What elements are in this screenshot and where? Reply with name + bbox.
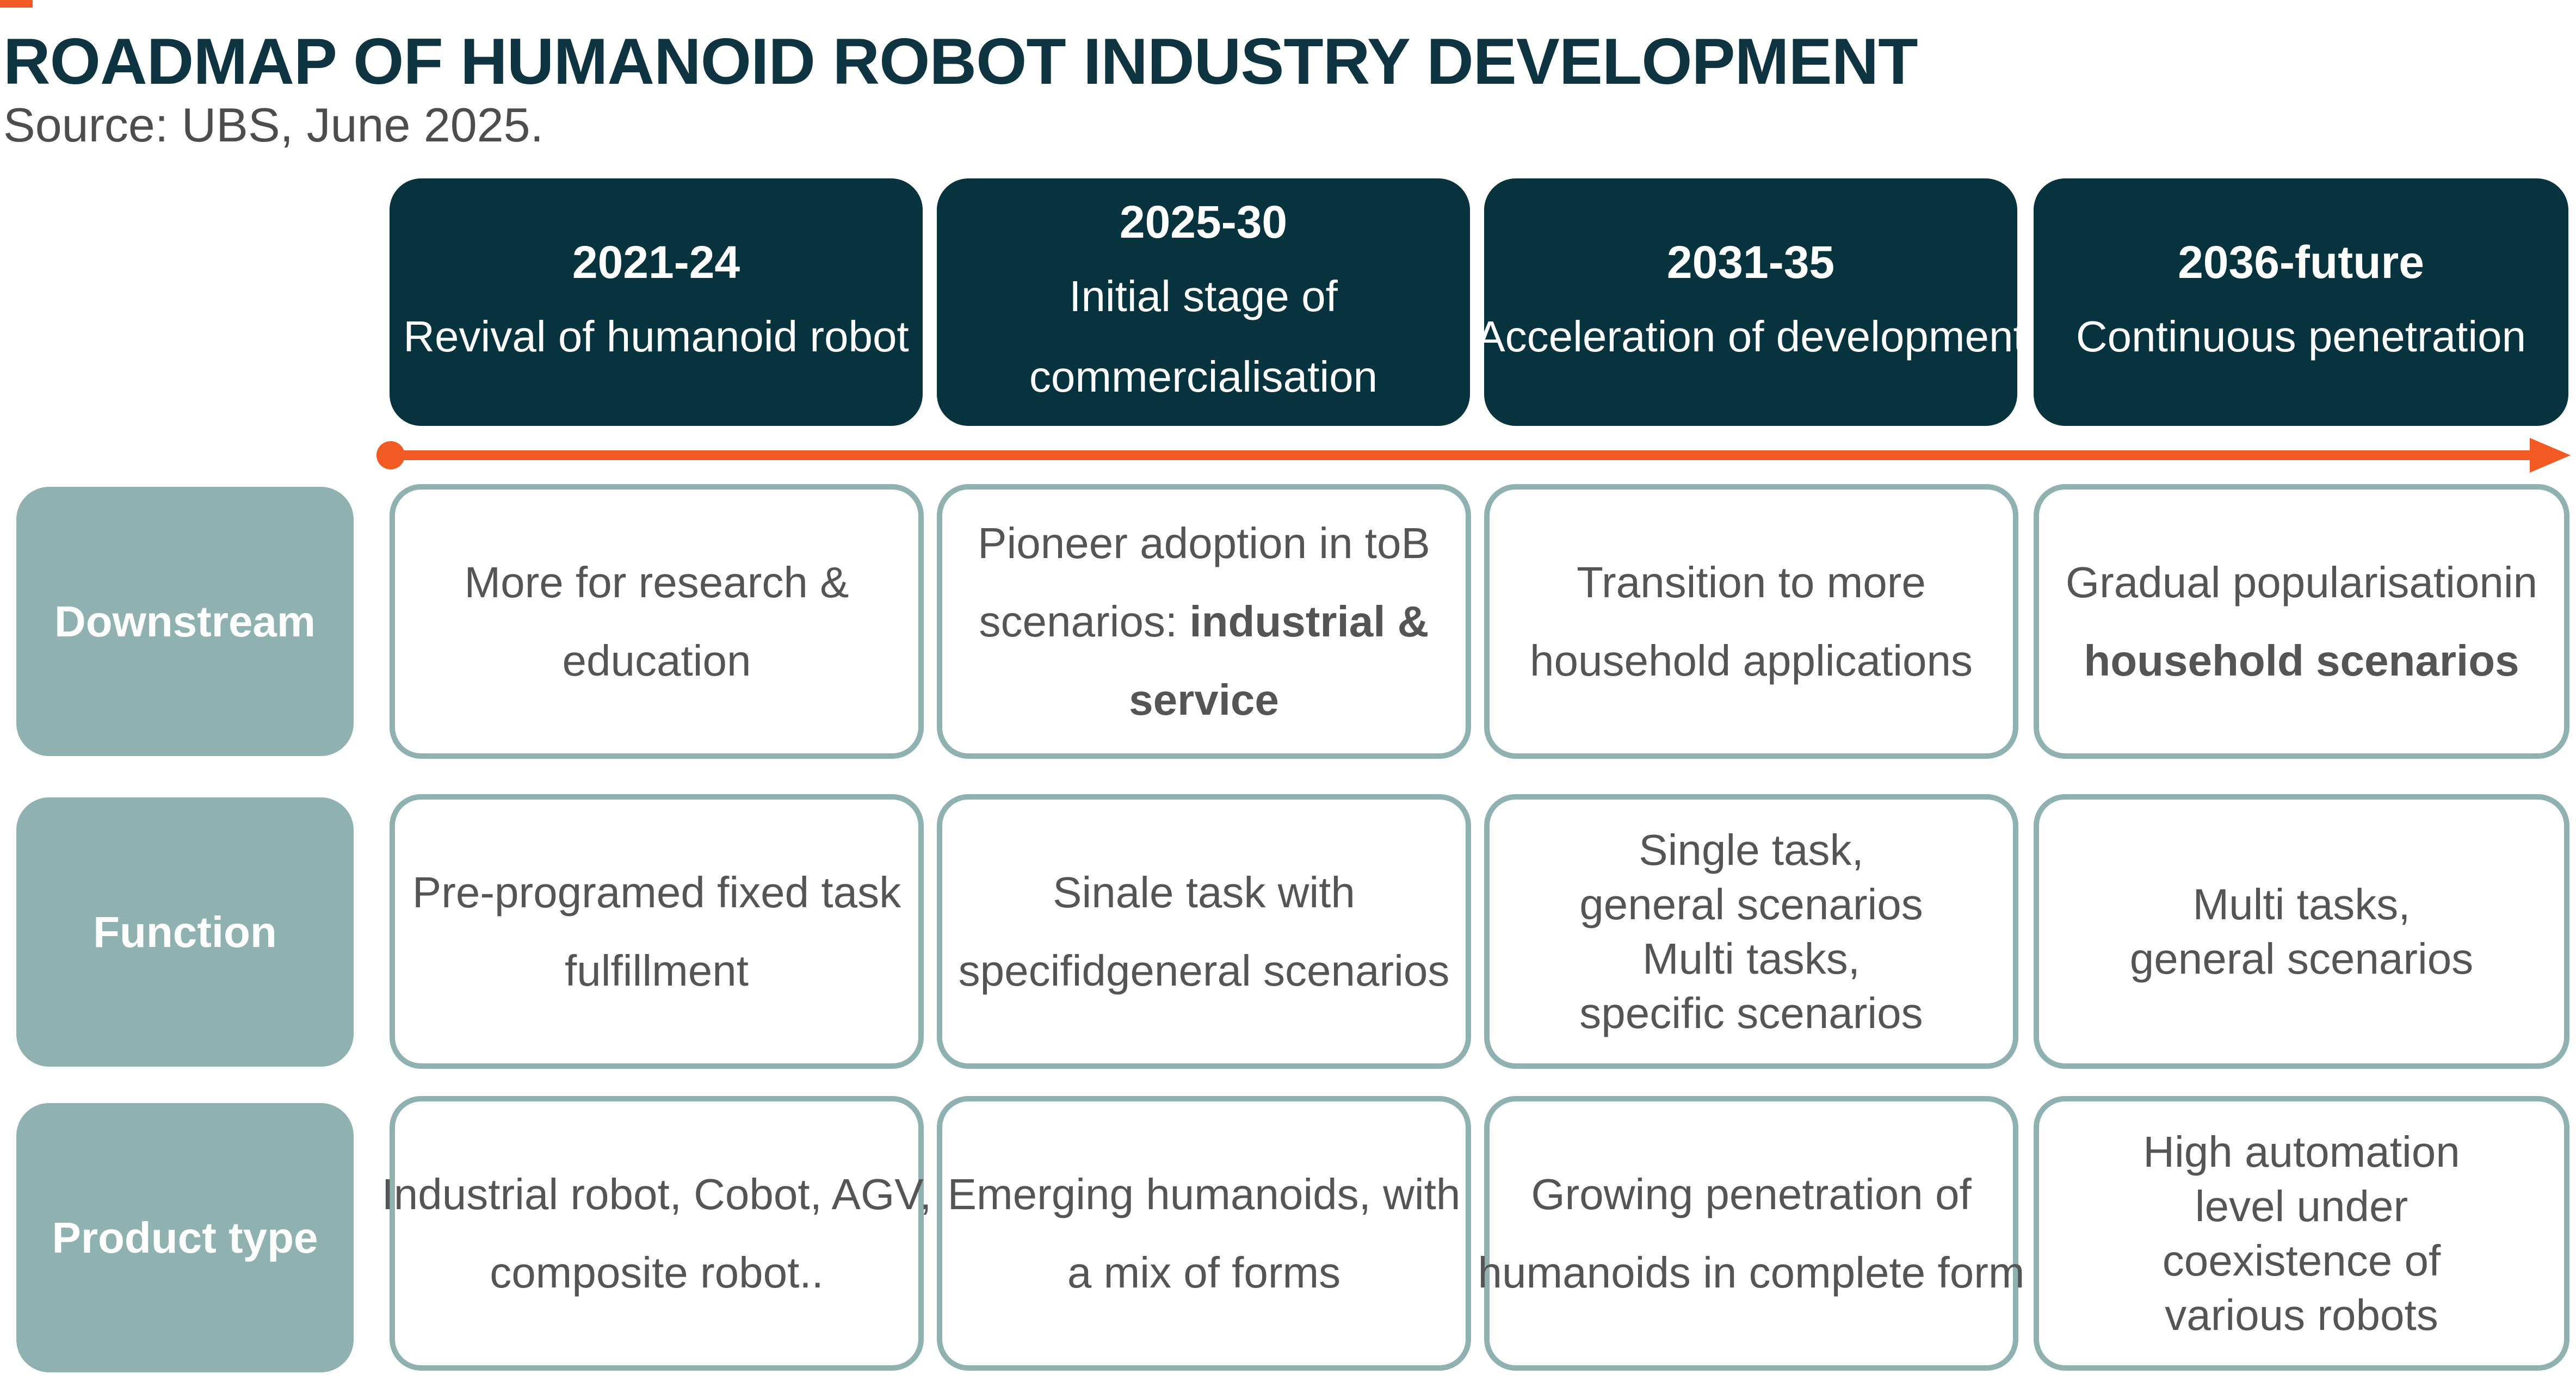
cell-downstream-2036-future: Gradual popularisationin household scena… — [2034, 484, 2569, 759]
cell-text-bold: service — [1129, 675, 1279, 724]
cell-text: specific scenarios — [1579, 988, 1923, 1037]
cell-text: fulfillment — [565, 946, 749, 995]
period-2031-35: 2031-35 Acceleration of development — [1476, 178, 2025, 426]
period-years: 2031-35 — [1666, 236, 1835, 288]
row-label-downstream: Downstream — [16, 487, 354, 756]
timeline-arrowhead — [2530, 438, 2571, 473]
cell-text: Multi tasks, — [1642, 934, 1861, 983]
period-2021-24: 2021-24 Revival of humanoid robot — [390, 178, 923, 426]
row-label-function: Function — [16, 797, 354, 1067]
cell-text: Pre-programed fixed task — [412, 868, 901, 917]
period-years: 2036-future — [2178, 236, 2424, 288]
cell-text: Multi tasks, — [2192, 880, 2411, 928]
cell-function-2036-future: Multi tasks, general scenarios — [2034, 794, 2569, 1069]
cell-text-bold: industrial & — [1189, 597, 1429, 646]
row-label-product-type: Product type — [16, 1103, 354, 1372]
cell-text: a mix of forms — [1067, 1248, 1341, 1297]
period-2036-future: 2036-future Continuous penetration — [2034, 178, 2568, 426]
cell-text: humanoids in complete form — [1478, 1248, 2025, 1297]
cell-text-bold: household scenarios — [2084, 636, 2519, 685]
cell-text: Growing penetration of — [1531, 1169, 1972, 1218]
cell-text: High automation — [2143, 1127, 2460, 1176]
cell-text: Sinale task with — [1053, 868, 1355, 917]
period-phase: Continuous penetration — [2075, 312, 2526, 361]
cell-text: coexistence of — [2162, 1236, 2441, 1285]
cell-text-bold-line: household scenarios — [2066, 622, 2537, 700]
period-phase: Revival of humanoid robot — [403, 312, 909, 361]
cell-text: general scenarios — [1579, 880, 1923, 928]
period-phase: Initial stage of commercialisation — [1029, 271, 1378, 401]
cell-text-mixed: scenarios: industrial & — [978, 583, 1430, 661]
cell-text: Transition to more — [1577, 558, 1926, 606]
cell-text: general scenarios — [2129, 934, 2474, 983]
page-title: ROADMAP OF HUMANOID ROBOT INDUSTRY DEVEL… — [3, 25, 1918, 98]
cell-text: various robots — [2165, 1290, 2438, 1339]
cell-downstream-2031-35: Transition to more household application… — [1484, 484, 2018, 759]
cell-text: Pioneer adoption in toB — [978, 518, 1430, 567]
cell-text-bold-line: service — [978, 661, 1430, 739]
cell-text: Emerging humanoids, with — [947, 1169, 1461, 1218]
source-note: Source: UBS, June 2025. — [3, 98, 544, 152]
cell-text: education — [562, 636, 751, 685]
cell-product-2025-30: Emerging humanoids, with a mix of forms — [937, 1096, 1471, 1371]
cell-product-2031-35: Growing penetration of humanoids in comp… — [1478, 1096, 2024, 1371]
cell-downstream-2025-30: Pioneer adoption in toB scenarios: indus… — [937, 484, 1471, 759]
cell-text: Gradual popularisationin — [2065, 558, 2538, 606]
cell-text: household applications — [1530, 636, 1973, 685]
cell-text: Industrial robot, Cobot, AGV, — [381, 1169, 932, 1218]
cell-text: composite robot.. — [490, 1248, 824, 1297]
cell-text: Single task, — [1639, 825, 1864, 874]
period-phase: Acceleration of development — [1476, 312, 2025, 361]
cell-function-2031-35: Single task, general scenarios Multi tas… — [1484, 794, 2018, 1069]
cell-function-2025-30: Sinale task with specifidgeneral scenari… — [937, 794, 1471, 1069]
timeline-arrow — [376, 438, 2571, 473]
cell-text: level under — [2195, 1181, 2408, 1230]
period-years: 2021-24 — [572, 236, 740, 288]
cell-downstream-2021-24: More for research & education — [390, 484, 924, 759]
cell-text: scenarios: — [979, 597, 1190, 646]
cell-product-2021-24: Industrial robot, Cobot, AGV, composite … — [382, 1096, 932, 1371]
cell-product-2036-future: High automation level under coexistence … — [2034, 1096, 2569, 1371]
period-2025-30: 2025-30 Initial stage of commercialisati… — [937, 178, 1470, 426]
cell-text: More for research & — [464, 558, 849, 606]
period-years: 2025-30 — [1119, 196, 1288, 247]
accent-bar — [0, 0, 33, 8]
cell-text: specifidgeneral scenarios — [958, 946, 1450, 995]
cell-function-2021-24: Pre-programed fixed task fulfillment — [390, 794, 924, 1069]
